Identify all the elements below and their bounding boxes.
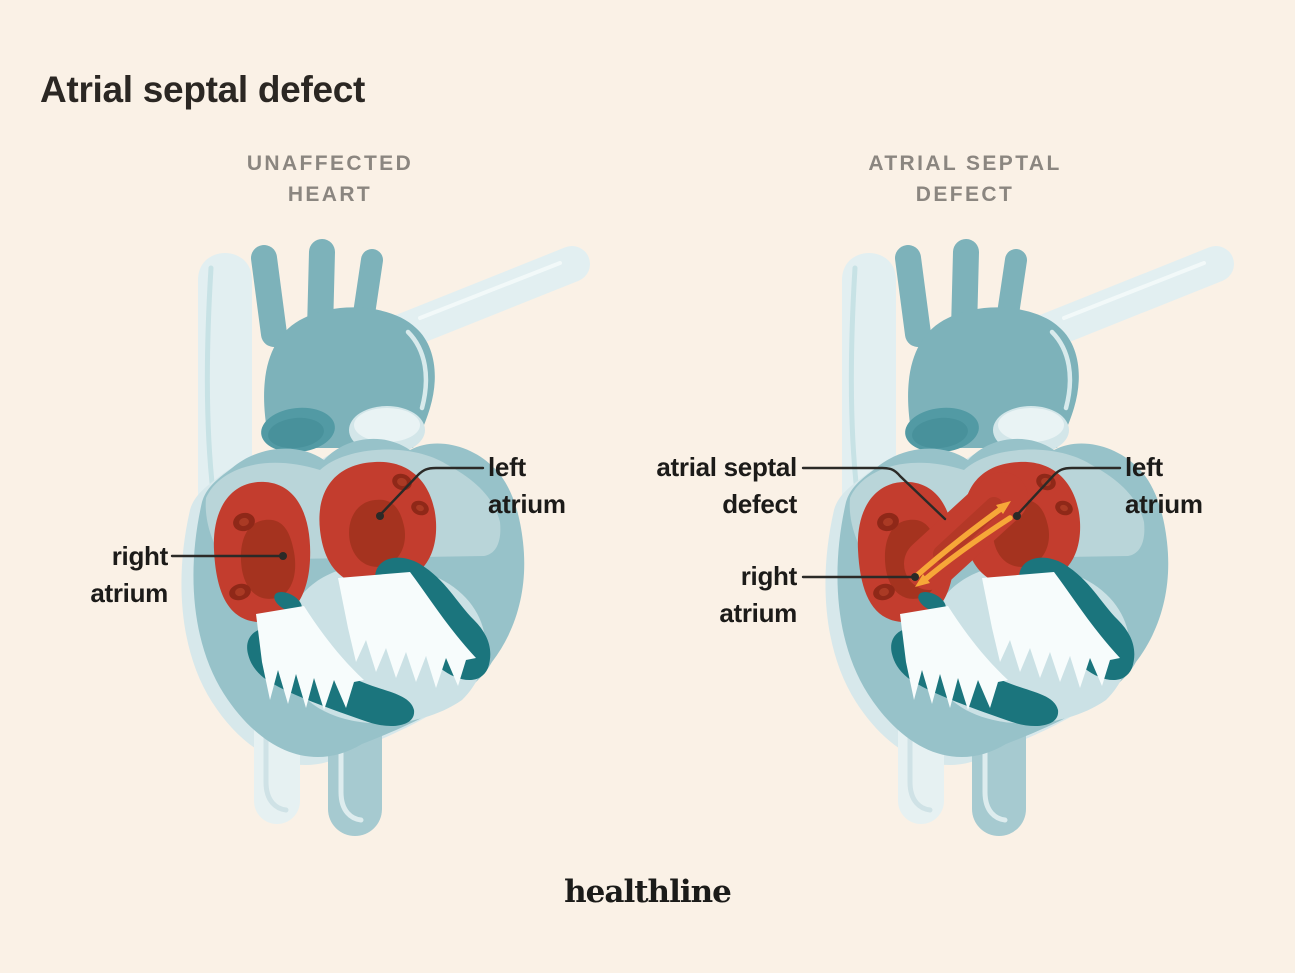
label-line: right [740,561,798,591]
label-right-atrium-unaffected: right atrium [38,538,168,612]
label-left-atrium-asd: left atrium [1125,449,1203,523]
heading-line: ATRIAL SEPTAL [868,152,1062,175]
label-line: atrium [1125,489,1203,519]
label-line: atrium [90,578,168,608]
asd-heart-illustration [814,230,1244,860]
label-line: left [1125,452,1163,482]
label-line: right [111,541,169,571]
label-line: atrial septal [656,452,797,482]
blood-flow-arrows [911,501,1013,587]
page-title: Atrial septal defect [40,68,366,110]
heading-line: HEART [287,183,373,206]
heading-line: UNAFFECTED [246,152,414,175]
label-right-atrium-asd: right atrium [667,558,797,632]
label-line: atrium [719,598,797,628]
label-left-atrium-unaffected: left atrium [488,449,566,523]
label-line: atrium [488,489,566,519]
unaffected-heart-heading: UNAFFECTED HEART [160,148,500,210]
label-atrial-septal-defect: atrial septal defect [602,449,797,523]
label-line: defect [722,489,797,519]
label-line: left [488,452,526,482]
unaffected-heart-illustration [170,230,600,860]
healthline-logo: healthline [564,874,732,910]
asd-heart-heading: ATRIAL SEPTAL DEFECT [795,148,1135,210]
heading-line: DEFECT [915,183,1015,206]
